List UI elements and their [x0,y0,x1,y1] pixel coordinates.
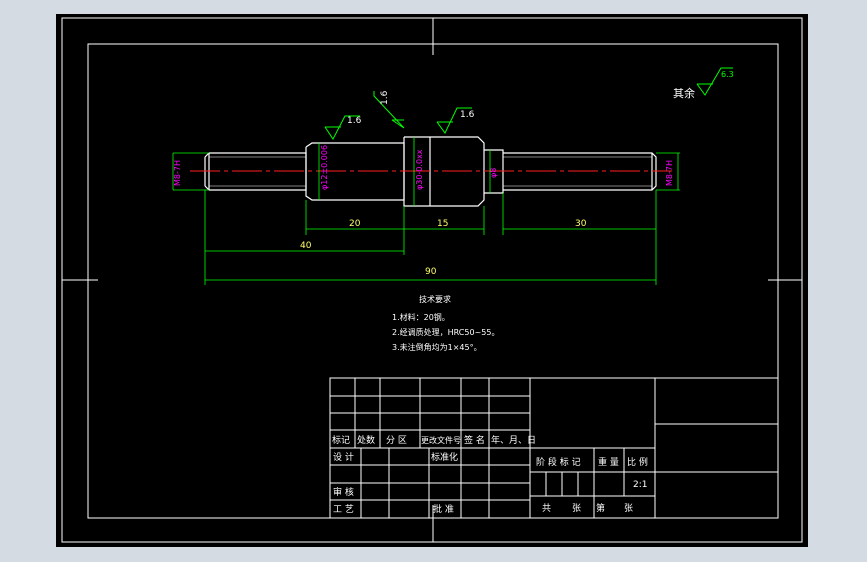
roughness-mark-3: 1.6 [436,107,475,134]
roughness-else: 其余 6.3 [673,67,734,100]
tech-title: 技术要求 [419,294,451,304]
dimension-texts: 20 15 30 40 90 [300,219,587,277]
tech-line-2: 2.经调质处理，HRC50~55。 [392,327,499,337]
sheet-total: 共 [542,503,551,514]
dia-step: φ8 [489,168,498,178]
tech-line-1: 1.材料：20钢。 [392,312,450,322]
stage-label: 阶 段 标 记 [536,456,581,468]
diameter-leaders [172,137,680,206]
rev-header-zone: 分 区 [386,435,407,446]
process-label: 工 艺 [333,504,354,515]
thread-lines [209,156,652,187]
roughness-mark-2: 1.6 [373,90,405,129]
rev-header-mark: 标记 [332,434,350,446]
sheet-unit-1: 张 [572,503,581,514]
rev-header-count: 处数 [357,434,375,446]
dim-20: 20 [349,219,361,229]
design-label: 设 计 [333,451,354,463]
roughness-mark-3-value: 1.6 [460,110,475,120]
approve-label: 批 准 [433,503,454,515]
centering-marks [62,18,802,542]
sheet-no: 第 [596,502,605,514]
dia-left-thread: M8-7H [173,160,182,186]
scale-label: 比 例 [627,456,648,468]
title-block [329,377,779,519]
rev-header-date: 年、月、日 [491,434,536,446]
roughness-else-label: 其余 [673,86,695,100]
drawing-sheet [56,14,808,547]
scale-value: 2:1 [633,480,647,490]
dim-40: 40 [300,241,312,251]
dim-30: 30 [575,219,587,229]
roughness-else-value: 6.3 [721,70,734,79]
rev-header-doc: 更改文件号 [421,435,461,445]
dimension-lines [204,190,657,285]
dim-90: 90 [425,267,437,277]
review-label: 审 核 [333,486,354,498]
rev-header-sign: 签 名 [464,434,485,446]
tech-line-3: 3.未注倒角均为1×45°。 [392,342,482,352]
roughness-mark-1-value: 1.6 [347,116,362,126]
dia-right-thread: M8-7H [665,160,674,186]
technical-requirements: 技术要求 1.材料：20钢。 2.经调质处理，HRC50~55。 3.未注倒角均… [392,294,499,352]
weight-label: 重 量 [598,456,619,468]
roughness-mark-2-value: 1.6 [380,90,390,105]
dia-journal: φ12±0.006 [320,145,329,190]
standard-label: 标准化 [431,451,458,463]
dim-15: 15 [437,219,448,229]
title-block-texts: 标记 处数 分 区 更改文件号 签 名 年、月、日 设 计 标准化 审 核 工 … [332,434,648,515]
sheet-unit-2: 张 [624,503,633,514]
roughness-mark-1: 1.6 [324,115,362,140]
dia-collar: φ30-0.0xx [415,149,424,190]
